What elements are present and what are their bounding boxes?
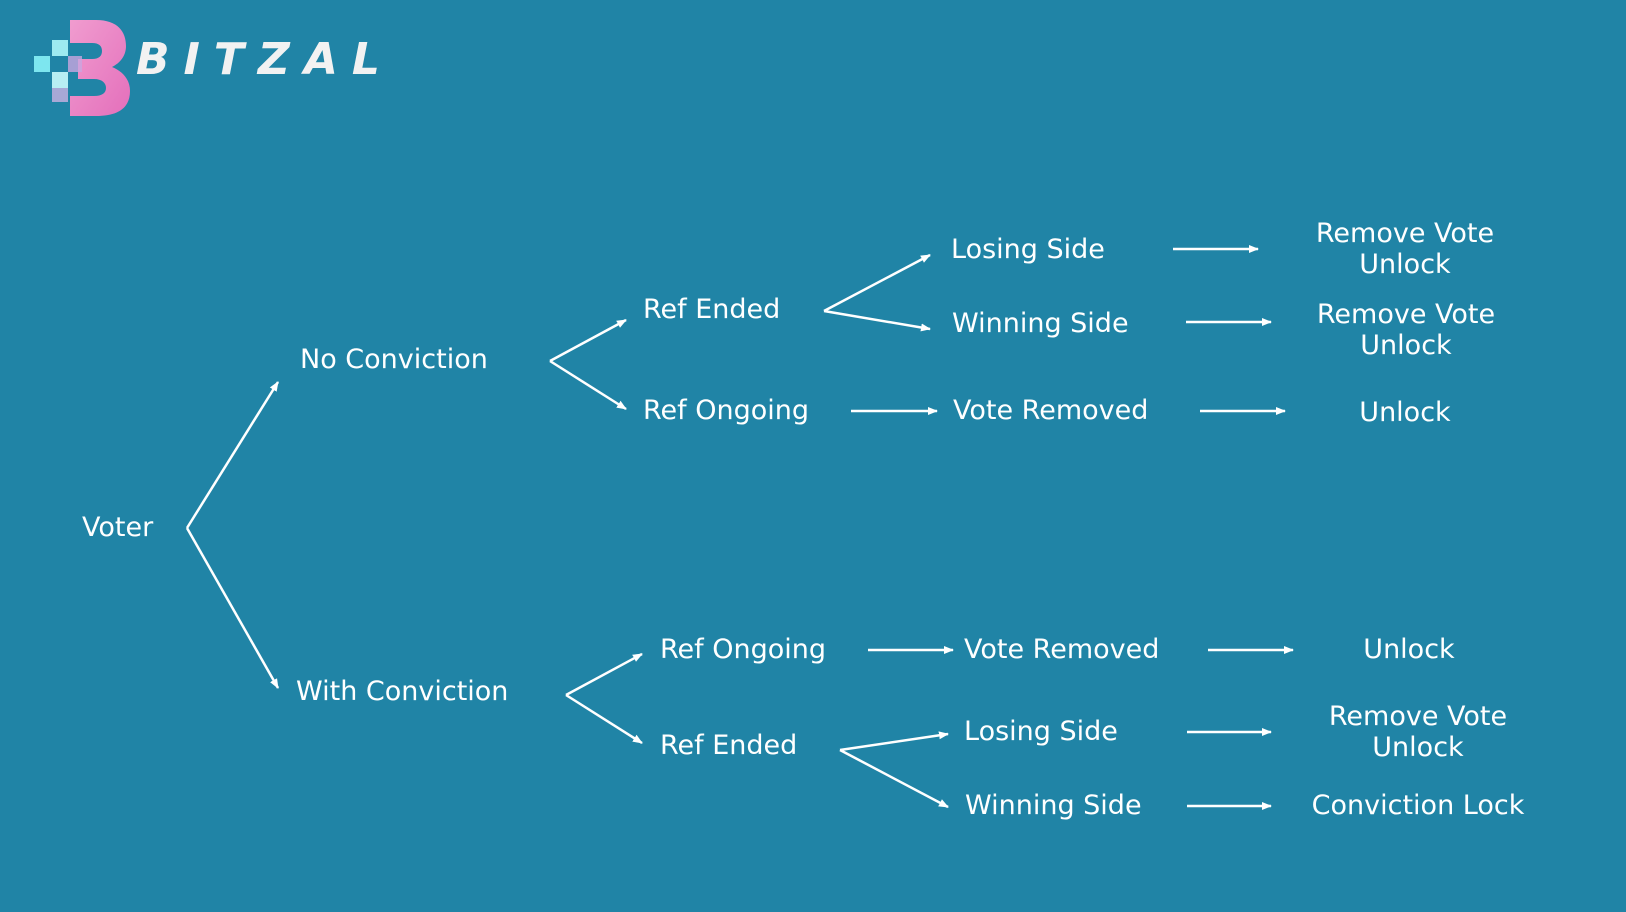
brand-name: BITZAL <box>136 34 394 85</box>
node-ref-ongoing-top: Ref Ongoing <box>643 395 810 426</box>
arrow-no-conviction-to-ref-ongoing <box>549 359 627 411</box>
node-ref-ended-top: Ref Ended <box>643 294 781 325</box>
arrow-voter-to-with-conviction <box>185 527 280 689</box>
node-outcome-winning-top: Remove Vote Unlock <box>1317 299 1495 361</box>
node-unlock-bottom: Unlock <box>1363 634 1455 665</box>
brand-logo: BITZAL <box>32 18 472 118</box>
node-losing-side-top: Losing Side <box>951 234 1105 265</box>
node-unlock-top: Unlock <box>1359 397 1451 428</box>
arrow-ref-ended-to-winning-side-bottom <box>839 748 949 809</box>
node-no-conviction: No Conviction <box>300 344 488 375</box>
arrow-no-conviction-to-ref-ended <box>549 318 627 363</box>
node-ref-ended-bottom: Ref Ended <box>660 730 798 761</box>
bitzal-logo-icon <box>34 20 130 116</box>
node-outcome-losing-bottom: Remove Vote Unlock <box>1329 701 1507 763</box>
arrow-ref-ended-to-winning-side-top <box>823 309 931 332</box>
node-conviction-lock: Conviction Lock <box>1311 790 1525 821</box>
arrow-ref-ended-to-losing-side-bottom <box>839 731 949 752</box>
node-vote-removed-top: Vote Removed <box>953 395 1149 426</box>
node-winning-side-top: Winning Side <box>952 308 1129 339</box>
outcome-line-2: Unlock <box>1372 732 1464 763</box>
node-outcome-losing-top: Remove Vote Unlock <box>1316 218 1494 280</box>
arrow-voter-to-no-conviction <box>185 381 280 529</box>
node-vote-removed-bottom: Vote Removed <box>964 634 1160 665</box>
node-winning-side-bottom: Winning Side <box>965 790 1142 821</box>
arrow-with-conviction-to-ref-ongoing <box>565 652 643 697</box>
arrow-with-conviction-to-ref-ended <box>565 693 643 745</box>
node-losing-side-bottom: Losing Side <box>964 716 1118 747</box>
outcome-line-1: Remove Vote <box>1328 701 1508 732</box>
outcome-line-1: Remove Vote <box>1316 299 1496 330</box>
node-ref-ongoing-bottom: Ref Ongoing <box>660 634 827 665</box>
outcome-line-2: Unlock <box>1359 249 1451 280</box>
node-with-conviction: With Conviction <box>296 676 509 707</box>
arrow-ref-ended-to-losing-side-top <box>823 253 931 313</box>
outcome-line-1: Remove Vote <box>1315 218 1495 249</box>
node-voter: Voter <box>82 512 154 543</box>
outcome-line-2: Unlock <box>1360 330 1452 361</box>
